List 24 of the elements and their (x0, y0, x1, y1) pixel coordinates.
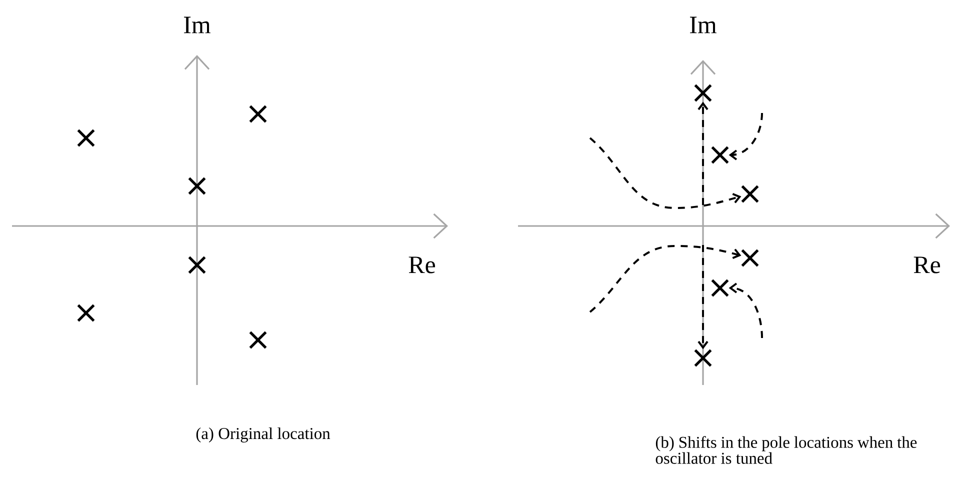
pole-cross (710, 146, 730, 164)
dashed-arrow (589, 245, 742, 313)
pole-cross (188, 256, 206, 274)
pole-cross (694, 348, 712, 368)
pole-cross (710, 278, 730, 298)
caption: (b) Shifts in the pole locations when the oscillator is tuned (656, 436, 917, 464)
pole-cross (188, 176, 206, 196)
axis-label: Im (690, 16, 716, 34)
caption: (a) Original location (196, 428, 330, 442)
dashed-arrow (728, 112, 763, 160)
pole-cross (76, 128, 96, 148)
pole-cross (740, 184, 760, 204)
axis-label: Re (408, 256, 436, 274)
pole-cross (694, 84, 712, 102)
axis-label: Im (184, 16, 210, 34)
dashed-arrow (698, 245, 708, 350)
dashed-arrow (698, 102, 708, 205)
pole-cross (76, 304, 96, 322)
dashed-arrow (728, 282, 763, 338)
axis-label: Re (914, 256, 940, 274)
pole-cross (248, 330, 268, 350)
pole-cross (740, 248, 760, 268)
dashed-arrow (589, 137, 742, 209)
pole-cross (248, 104, 268, 124)
